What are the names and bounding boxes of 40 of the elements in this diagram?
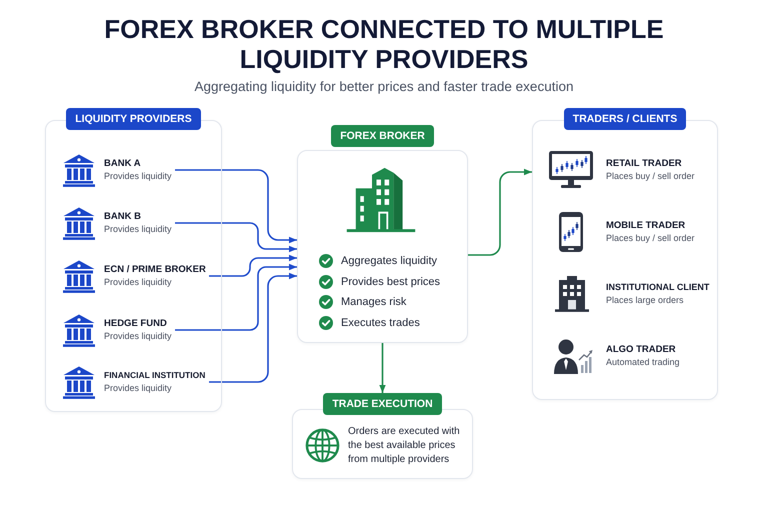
arrow <box>468 168 532 256</box>
feature-text: Executes trades <box>341 316 420 330</box>
item-description: Provides liquidity <box>104 382 172 395</box>
item-description: Provides liquidity <box>104 170 172 183</box>
item-description: Provides liquidity <box>104 223 172 236</box>
diagram-title: FOREX BROKER CONNECTED TO MULTIPLE LIQUIDITY PROVIDERS <box>103 14 665 74</box>
item-description: Provides liquidity <box>104 276 172 289</box>
item-title: BANK B <box>104 210 141 223</box>
item-title: ALGO TRADER <box>606 343 676 356</box>
item-title: RETAIL TRADER <box>606 157 682 170</box>
heading-badge: TRADE EXECUTION <box>323 393 442 415</box>
item-title: INSTITUTIONAL CLIENT <box>606 281 710 294</box>
info-card <box>292 393 473 479</box>
arrow <box>209 272 297 383</box>
item-title: BANK A <box>104 157 141 170</box>
section-panel <box>45 108 222 412</box>
diagram-subtitle: Aggregating liquidity for better prices and faster trade execution <box>194 78 574 96</box>
item-description: Places large orders <box>606 294 684 307</box>
arrow <box>175 222 297 252</box>
item-description: Places buy / sell order <box>606 170 695 183</box>
feature-text: Manages risk <box>341 295 406 310</box>
item-title: ECN / PRIME BROKER <box>104 263 206 276</box>
description-text: Orders are executed with the best available prices from multiple providers <box>348 425 461 467</box>
arrow <box>209 254 297 277</box>
arrow <box>175 169 297 244</box>
item-description: Places buy / sell order <box>606 232 695 245</box>
item-description: Provides liquidity <box>104 330 172 343</box>
broker-card <box>297 125 468 343</box>
item-title: HEDGE FUND <box>104 317 167 330</box>
arrow <box>175 264 297 331</box>
heading-badge: FOREX BROKER <box>331 125 434 147</box>
arrow <box>379 343 386 393</box>
heading-badge: TRADERS / CLIENTS <box>564 108 686 130</box>
item-title: MOBILE TRADER <box>606 219 686 232</box>
feature-text: Provides best prices <box>341 274 440 289</box>
item-description: Automated trading <box>606 356 680 369</box>
heading-badge: LIQUIDITY PROVIDERS <box>66 108 201 130</box>
feature-text: Aggregates liquidity <box>341 254 438 268</box>
item-title: FINANCIAL INSTITUTION <box>104 369 206 382</box>
section-panel <box>532 108 718 400</box>
